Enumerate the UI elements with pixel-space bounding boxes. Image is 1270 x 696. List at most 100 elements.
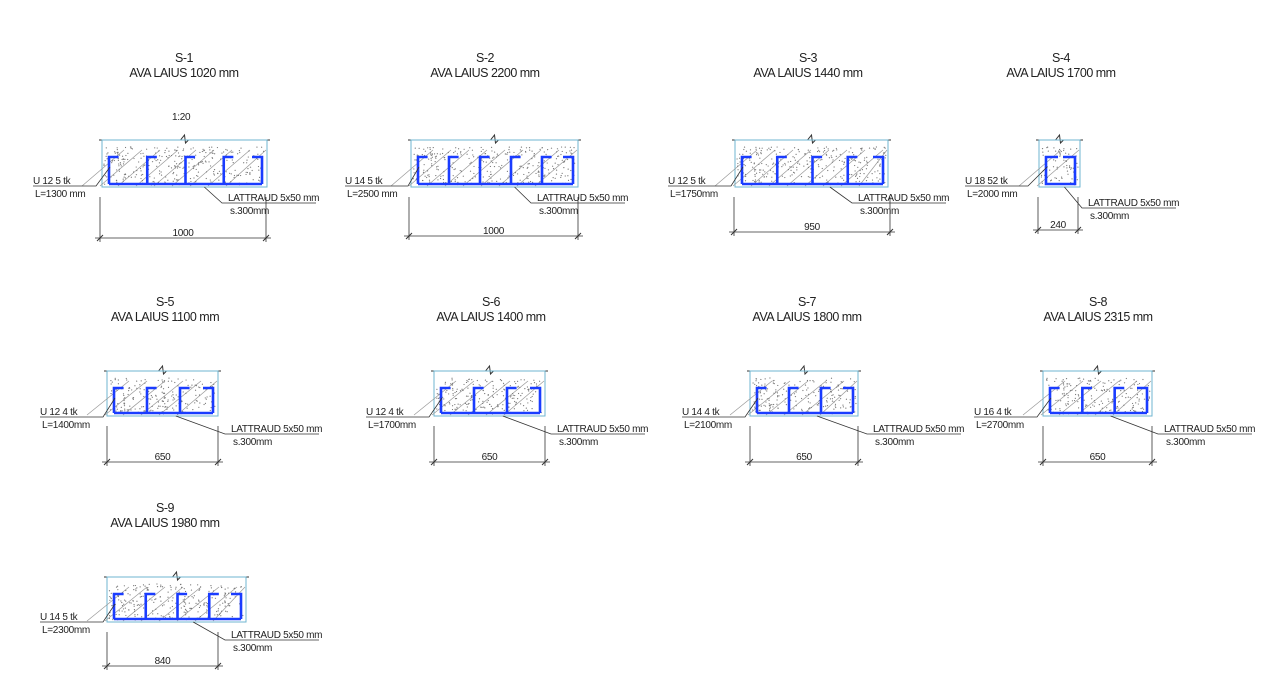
concrete-dot bbox=[184, 601, 186, 604]
concrete-dot bbox=[466, 403, 468, 406]
concrete-dot bbox=[484, 407, 486, 409]
concrete-dot bbox=[818, 166, 820, 168]
concrete-dot bbox=[160, 386, 162, 388]
concrete-dot bbox=[242, 614, 244, 617]
concrete-dot bbox=[139, 604, 141, 606]
concrete-dot bbox=[198, 599, 200, 601]
concrete-dot bbox=[450, 383, 452, 385]
concrete-dot bbox=[147, 589, 150, 591]
concrete-dot bbox=[825, 146, 828, 148]
concrete-dot bbox=[1141, 393, 1143, 395]
concrete-dot bbox=[784, 401, 786, 403]
concrete-dot bbox=[193, 164, 195, 167]
concrete-dot bbox=[508, 146, 510, 148]
concrete-dot bbox=[513, 408, 515, 410]
concrete-dot bbox=[150, 394, 152, 397]
concrete-dot bbox=[214, 405, 216, 407]
concrete-dot bbox=[184, 590, 187, 593]
hatch-line bbox=[768, 149, 812, 187]
concrete-dot bbox=[239, 151, 241, 154]
concrete-dot bbox=[528, 390, 530, 392]
concrete-dot bbox=[429, 152, 432, 154]
concrete-dot bbox=[127, 158, 129, 161]
hatch-line bbox=[1112, 380, 1152, 416]
leader-line bbox=[1110, 415, 1252, 435]
section-id: S-8 bbox=[1089, 295, 1108, 309]
concrete-dot bbox=[840, 407, 842, 409]
concrete-dot bbox=[784, 164, 787, 166]
hatch-line bbox=[86, 380, 130, 416]
concrete-dot bbox=[487, 181, 489, 183]
concrete-dot bbox=[1078, 397, 1080, 399]
concrete-dot bbox=[106, 176, 108, 178]
concrete-dot bbox=[452, 392, 454, 395]
concrete-dot bbox=[465, 395, 468, 397]
concrete-dot bbox=[775, 389, 777, 391]
concrete-dot bbox=[216, 610, 218, 613]
concrete-dot bbox=[490, 177, 492, 179]
concrete-dot bbox=[127, 409, 129, 411]
hatch-line bbox=[747, 380, 791, 416]
concrete-dot bbox=[773, 162, 775, 164]
u-rebar bbox=[563, 155, 575, 184]
concrete-dot bbox=[156, 147, 158, 149]
hatch-line bbox=[413, 380, 457, 416]
u-rebar bbox=[447, 155, 459, 184]
concrete-dot bbox=[1066, 170, 1069, 172]
concrete-dot bbox=[821, 167, 823, 170]
concrete-dot bbox=[1070, 167, 1073, 169]
concrete-dot bbox=[132, 600, 135, 602]
concrete-dot bbox=[491, 408, 494, 410]
concrete-dot bbox=[1118, 409, 1120, 412]
concrete-dot bbox=[879, 178, 881, 180]
concrete-dot bbox=[225, 597, 227, 599]
hatch-line bbox=[194, 586, 238, 622]
concrete-dot bbox=[159, 405, 161, 407]
concrete-dot bbox=[433, 153, 436, 155]
concrete-dot bbox=[567, 168, 569, 170]
concrete-dot bbox=[217, 608, 220, 610]
concrete-dot bbox=[208, 161, 210, 163]
concrete-dot bbox=[189, 177, 192, 180]
concrete-dot bbox=[105, 155, 107, 157]
dimension-tick bbox=[1148, 458, 1156, 466]
concrete-dot bbox=[463, 148, 465, 150]
concrete-dot bbox=[107, 152, 109, 154]
concrete-dot bbox=[817, 164, 820, 166]
concrete-dot bbox=[114, 379, 116, 381]
concrete-dot bbox=[161, 605, 164, 607]
concrete-dot bbox=[502, 395, 505, 397]
concrete-dot bbox=[821, 159, 823, 161]
concrete-dot bbox=[110, 592, 112, 594]
concrete-dot bbox=[136, 604, 138, 606]
section-title: AVA LAIUS 1400 mm bbox=[436, 310, 545, 324]
concrete-dot bbox=[830, 390, 832, 393]
concrete-dot bbox=[520, 146, 523, 148]
concrete-dot bbox=[769, 169, 772, 171]
concrete-dot bbox=[220, 158, 222, 160]
concrete-dot bbox=[753, 168, 756, 170]
concrete-dot bbox=[755, 152, 758, 154]
concrete-dot bbox=[462, 389, 464, 392]
u-rebar bbox=[478, 155, 490, 184]
concrete-dot bbox=[755, 384, 758, 387]
concrete-dot bbox=[430, 157, 432, 160]
concrete-dot bbox=[130, 146, 132, 148]
concrete-dot bbox=[833, 401, 835, 403]
concrete-dot bbox=[789, 175, 791, 177]
concrete-dot bbox=[1070, 168, 1072, 170]
concrete-dot bbox=[181, 155, 183, 158]
flat-bar-label: LATTRAUD 5x50 mm bbox=[557, 424, 648, 435]
concrete-dot bbox=[777, 396, 779, 398]
concrete-dot bbox=[849, 406, 851, 408]
concrete-dot bbox=[434, 160, 436, 163]
u-rebar bbox=[775, 155, 787, 184]
concrete-dot bbox=[209, 179, 211, 181]
concrete-dot bbox=[177, 146, 179, 148]
concrete-dot bbox=[831, 400, 834, 402]
concrete-dot bbox=[140, 153, 142, 155]
concrete-dot bbox=[560, 153, 562, 156]
concrete-dot bbox=[112, 618, 114, 621]
concrete-dot bbox=[743, 146, 746, 148]
concrete-dot bbox=[797, 148, 799, 151]
